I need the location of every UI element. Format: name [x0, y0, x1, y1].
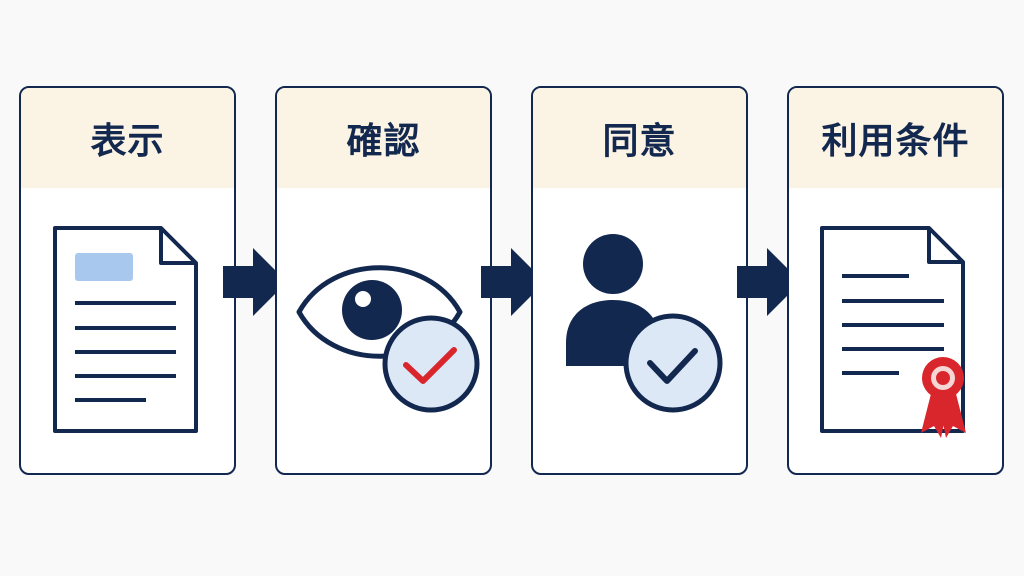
step-title: 同意 [602, 121, 677, 162]
step-card-agree: 同意 [531, 86, 748, 475]
step-header: 利用条件 [789, 88, 1002, 188]
step-title: 表示 [90, 121, 165, 162]
step-card-display: 表示 [19, 86, 236, 475]
certificate-document-icon [820, 226, 966, 438]
eye-check-icon [296, 265, 480, 413]
step-header: 確認 [277, 88, 490, 188]
arrow-right-icon [481, 248, 545, 316]
document-icon [53, 226, 198, 433]
step-title: 利用条件 [821, 121, 970, 162]
step-header: 表示 [21, 88, 234, 188]
step-title: 確認 [346, 121, 421, 162]
user-check-icon [566, 234, 723, 413]
step-card-terms: 利用条件 [787, 86, 1004, 475]
step-header: 同意 [533, 88, 746, 188]
arrow-right-icon [737, 248, 801, 316]
arrow-right-icon [223, 248, 287, 316]
step-card-confirm: 確認 [275, 86, 492, 475]
ribbon-seal-icon [921, 357, 966, 438]
